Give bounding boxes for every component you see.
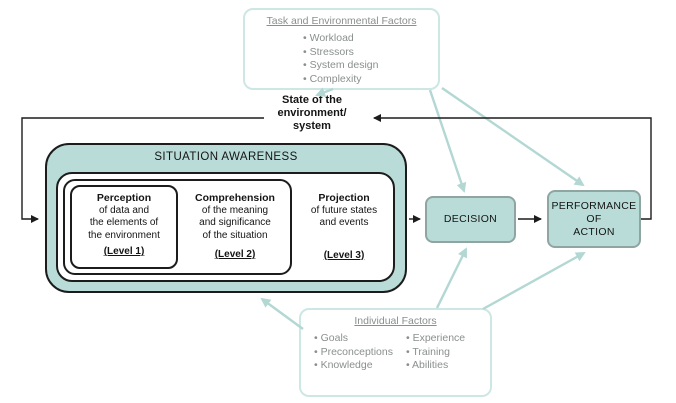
individual-factor-item: Abilities — [406, 359, 465, 373]
level3-heading: Projection — [318, 192, 370, 204]
individual-factors-col2: Experience Training Abilities — [406, 332, 465, 373]
level1-line: of data and — [98, 204, 150, 216]
task-factor-item: Complexity — [303, 73, 378, 87]
level2-tag: (Level 2) — [214, 249, 256, 260]
situation-awareness-title: SITUATION AWARENESS — [154, 151, 298, 163]
level3-line: of future states — [310, 204, 378, 216]
performance-line: ACTION — [573, 225, 615, 238]
level3-text: Projection of future states and events (… — [296, 192, 392, 262]
performance-line: PERFORMANCE — [551, 199, 637, 212]
arrow-individual-to-decision — [435, 247, 468, 309]
task-factor-item: Stressors — [303, 46, 378, 60]
individual-factor-item: Experience — [406, 332, 466, 346]
level2-line: of the meaning — [201, 204, 269, 216]
individual-factor-item: Preconceptions — [314, 346, 393, 360]
decision-label: DECISION — [443, 213, 498, 225]
level1-heading: Perception — [96, 192, 152, 204]
decision-box: DECISION — [425, 196, 516, 243]
arrow-taskfactors-to-performance — [441, 87, 585, 187]
level2-heading: Comprehension — [195, 192, 275, 204]
individual-factor-item: Goals — [314, 332, 393, 346]
arrow-individual-to-performance — [482, 251, 586, 311]
state-line: environment/ — [277, 107, 347, 119]
task-factors-title: Task and Environmental Factors — [266, 15, 417, 27]
task-factor-item: System design — [303, 59, 379, 73]
individual-factor-item: Training — [406, 346, 465, 360]
individual-factors-title: Individual Factors — [354, 315, 437, 327]
level1-text: Perception of data and the elements of t… — [72, 192, 176, 259]
level2-line: of the situation — [202, 229, 268, 241]
level1-line: the elements of — [89, 217, 159, 228]
individual-factors-col1: Goals Preconceptions Knowledge — [314, 332, 393, 373]
level2-line: and significance — [199, 217, 271, 228]
level1-line: the environment — [88, 229, 160, 241]
state-line: system — [293, 120, 331, 132]
individual-factor-item: Knowledge — [314, 359, 393, 373]
level1-tag: (Level 1) — [103, 246, 145, 257]
performance-line: OF — [586, 212, 602, 225]
task-factors-box: Task and Environmental Factors Workload … — [243, 8, 440, 90]
task-factors-list: Workload Stressors System design Complex… — [303, 32, 379, 87]
individual-factors-box: Individual Factors Goals Preconceptions … — [299, 308, 492, 397]
level2-text: Comprehension of the meaning and signifi… — [181, 192, 289, 262]
state-of-environment-label: State of the environment/ system — [262, 94, 362, 133]
state-line: State of the — [282, 94, 342, 106]
performance-box: PERFORMANCE OF ACTION — [547, 190, 641, 248]
level3-tag: (Level 3) — [323, 249, 365, 261]
level3-line: and events — [319, 217, 369, 228]
arrow-individual-to-sa — [260, 297, 304, 330]
task-factor-item: Workload — [303, 32, 378, 46]
arrow-taskfactors-to-decision — [428, 89, 467, 193]
